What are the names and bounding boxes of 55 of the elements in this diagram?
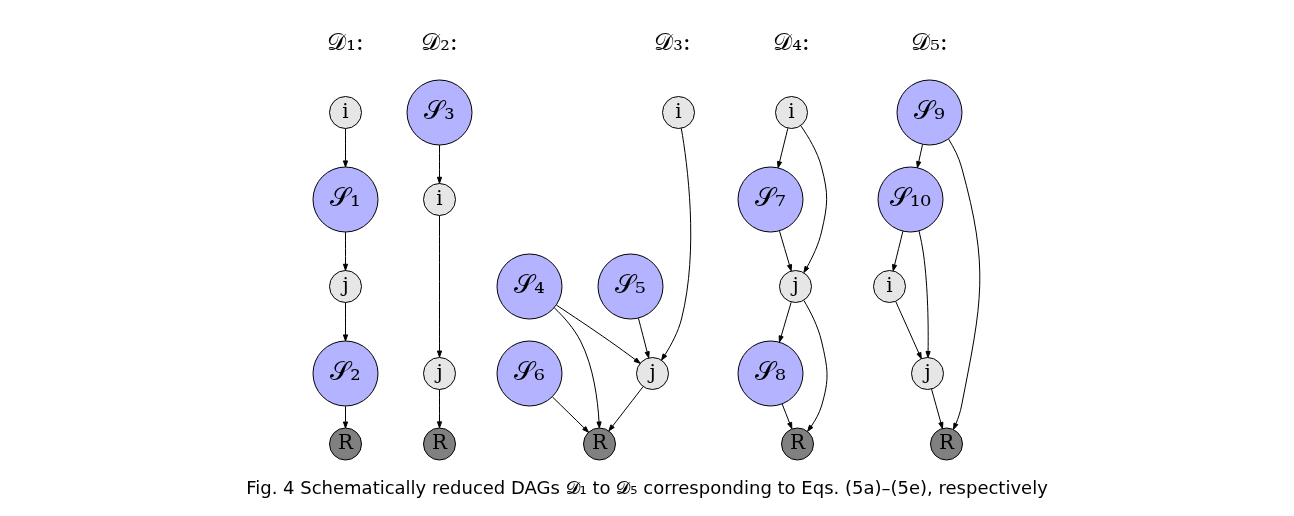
arrow bbox=[661, 127, 692, 361]
arrow bbox=[342, 231, 349, 271]
arrow bbox=[342, 301, 349, 341]
node-circle: i bbox=[423, 182, 456, 216]
node-circle: 𝒮₉ bbox=[896, 79, 963, 145]
node-circle: R bbox=[930, 427, 963, 460]
arrow bbox=[800, 124, 828, 273]
arrow bbox=[781, 402, 793, 429]
node-circle: i bbox=[873, 269, 906, 303]
arrow bbox=[777, 127, 789, 168]
arrow bbox=[608, 385, 644, 431]
node-circle: i bbox=[329, 95, 362, 129]
arrow bbox=[553, 306, 602, 428]
node-circle: R bbox=[781, 427, 814, 460]
label: 𝒟₃: bbox=[654, 27, 691, 56]
node-circle: 𝒮₄ bbox=[496, 253, 563, 319]
node-circle: 𝒮₅ bbox=[597, 253, 664, 319]
arrow bbox=[931, 388, 944, 429]
arrow bbox=[779, 230, 792, 271]
label: 𝒟₁: bbox=[327, 27, 364, 56]
node-circle: j bbox=[636, 356, 669, 390]
arrow bbox=[778, 301, 792, 343]
arrow bbox=[555, 304, 641, 364]
node-circle: 𝒮₇ bbox=[737, 166, 804, 232]
node-circle: 𝒮₃ bbox=[406, 79, 473, 145]
caption: Fig. 4 Schematically reduced DAGs 𝓓₁ to 𝓓₅ corresponding to Eqs. (5a)–(5e), respectively bbox=[246, 476, 1048, 498]
node-circle: 𝒮₆ bbox=[496, 340, 563, 406]
arrow bbox=[436, 214, 443, 357]
node-circle: R bbox=[423, 427, 456, 460]
node-circle: i bbox=[775, 95, 808, 129]
arrow bbox=[551, 395, 589, 433]
arrow bbox=[892, 230, 904, 271]
label: 𝒟₂: bbox=[421, 27, 458, 56]
arrow bbox=[342, 405, 349, 428]
node-circle: j bbox=[329, 269, 362, 303]
arrow bbox=[637, 317, 650, 358]
arrow bbox=[918, 230, 931, 358]
label: 𝒟₅: bbox=[911, 27, 948, 56]
node-circle: 𝒮₂ bbox=[312, 340, 379, 406]
arrow bbox=[895, 300, 922, 359]
node-circle: j bbox=[423, 356, 456, 390]
node-circle: R bbox=[329, 427, 362, 460]
arrow bbox=[342, 127, 349, 167]
node-circle: 𝒮₁ bbox=[312, 166, 379, 232]
node-circle: 𝒮₁₀ bbox=[877, 166, 944, 232]
node-circle: i bbox=[662, 95, 695, 129]
arrow bbox=[436, 144, 443, 184]
arrow bbox=[948, 138, 981, 430]
arrow bbox=[436, 388, 443, 428]
arrow bbox=[803, 299, 828, 432]
node-circle: 𝒮₈ bbox=[737, 340, 804, 406]
label: 𝒟₄: bbox=[773, 27, 810, 56]
arrow bbox=[916, 143, 924, 168]
node-circle: j bbox=[779, 269, 812, 303]
node-circle: j bbox=[911, 356, 944, 390]
